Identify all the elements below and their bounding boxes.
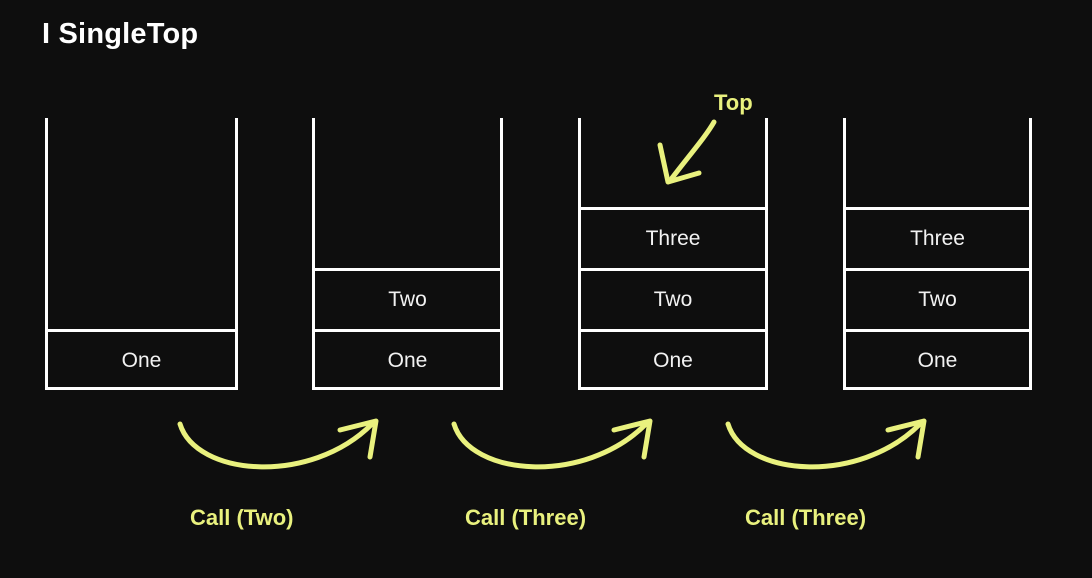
stack-cell: One bbox=[578, 329, 768, 390]
stack-3-base bbox=[578, 387, 768, 390]
transition-label-call-three-2: Call (Three) bbox=[745, 505, 867, 530]
transition-arrow-3-icon bbox=[725, 418, 927, 470]
stack-cell-top: Three bbox=[578, 207, 768, 268]
transition-arrow-2-icon bbox=[451, 418, 653, 470]
stack-4-cells: One Two Three bbox=[843, 207, 1032, 390]
stack-4-base bbox=[843, 387, 1032, 390]
stack-3-cells: One Two Three bbox=[578, 207, 768, 390]
stack-cell-top: Three bbox=[843, 207, 1032, 268]
stack-2-left-rail bbox=[312, 118, 315, 390]
transition-label-call-three-1: Call (Three) bbox=[465, 505, 587, 530]
stack-2-right-rail bbox=[500, 118, 503, 390]
transition-label-call-two: Call (Two) bbox=[190, 505, 294, 530]
top-marker-label: Top bbox=[714, 90, 753, 115]
stack-1-left-rail bbox=[45, 118, 48, 390]
stack-2-base bbox=[312, 387, 503, 390]
stack-cell: One bbox=[45, 329, 238, 390]
stack-4: One Two Three bbox=[843, 118, 1032, 390]
stack-4-right-rail bbox=[1029, 118, 1032, 390]
stack-cell: One bbox=[312, 329, 503, 390]
transition-arrow-1-icon bbox=[177, 418, 379, 470]
stack-1-right-rail bbox=[235, 118, 238, 390]
stack-2-cells: One Two bbox=[312, 268, 503, 390]
stack-cell: Two bbox=[578, 268, 768, 329]
stack-3-left-rail bbox=[578, 118, 581, 390]
stack-3: One Two Three bbox=[578, 118, 768, 390]
stack-1-base bbox=[45, 387, 238, 390]
page-title: I SingleTop bbox=[42, 18, 199, 50]
stack-1: One bbox=[45, 118, 238, 390]
stack-3-right-rail bbox=[765, 118, 768, 390]
stack-2: One Two bbox=[312, 118, 503, 390]
stack-4-left-rail bbox=[843, 118, 846, 390]
stack-cell: Two bbox=[843, 268, 1032, 329]
stack-1-cells: One bbox=[45, 329, 238, 390]
stack-cell: Two bbox=[312, 268, 503, 329]
stack-cell: One bbox=[843, 329, 1032, 390]
